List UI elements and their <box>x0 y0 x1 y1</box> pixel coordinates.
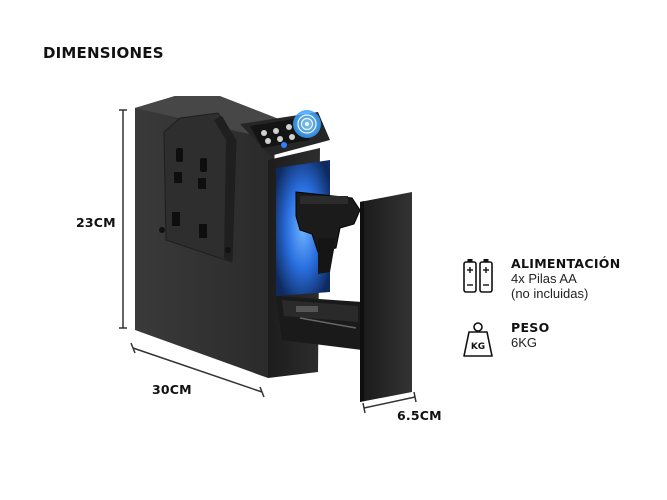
depth-dimension-line <box>362 391 417 414</box>
safe-door <box>360 192 412 402</box>
page-title: DIMENSIONES <box>43 44 164 62</box>
power-detail-2: (no incluidas) <box>511 286 589 301</box>
width-label: 30CM <box>152 382 192 397</box>
height-label: 23CM <box>76 215 116 230</box>
width-dimension-line <box>130 342 265 398</box>
weight-icon-badge: KG <box>471 342 485 352</box>
fingerprint-icon <box>293 110 321 138</box>
weight-value: 6KG <box>511 335 538 350</box>
weight-spec: KG PESO 6KG <box>461 320 550 360</box>
power-title: ALIMENTACIÓN <box>511 256 621 271</box>
weight-title: PESO <box>511 320 550 335</box>
depth-label: 6.5CM <box>397 408 442 423</box>
battery-icon <box>463 259 493 293</box>
weight-kg-icon: KG <box>463 322 493 357</box>
power-detail-1: 4x Pilas AA <box>511 271 577 286</box>
height-dimension-line <box>119 109 127 329</box>
power-spec: ALIMENTACIÓN 4x Pilas AA (no incluidas) <box>461 256 620 301</box>
safe-interior <box>276 160 362 350</box>
